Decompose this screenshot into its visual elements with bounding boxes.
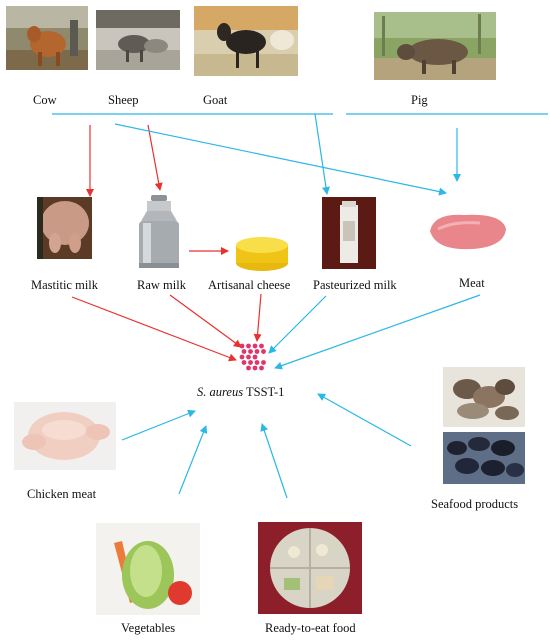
arrow-raw-milk-to-pathogen [169, 294, 242, 348]
vegetables-photo [96, 523, 200, 615]
milk-can-photo [135, 193, 183, 271]
chicken-meat-label: Chicken meat [27, 487, 97, 501]
cheese-photo [234, 233, 290, 273]
seafood-label: Seafood products [431, 497, 519, 511]
ready-to-eat-photo [258, 522, 362, 614]
arrow-seafood-to-pathogen [317, 393, 412, 447]
bacteria-cluster-icon [238, 343, 268, 371]
seafood-photo-bottom [443, 432, 525, 484]
cow-label: Cow [33, 93, 57, 107]
pasteurized-milk-label: Pasteurized milk [313, 278, 397, 292]
seafood-photo-top [443, 367, 525, 427]
cow-photo [6, 6, 88, 70]
arrow-pasteurized-milk-to-pathogen [268, 295, 327, 354]
toxin-name: TSST-1 [245, 385, 285, 399]
center-pathogen-label: S. aureus TSST-1 [197, 385, 284, 399]
goat-photo [194, 6, 298, 76]
mastitic-milk-label: Mastitic milk [31, 278, 99, 292]
arrow-goat-to-pasteurized-milk [314, 113, 330, 195]
sheep-photo [96, 10, 180, 70]
mastitic-milk-photo [37, 197, 92, 259]
arrow-ready-to-eat-to-pathogen [260, 423, 288, 499]
artisanal-cheese-label: Artisanal cheese [208, 278, 291, 292]
arrow-cow-to-meat [114, 123, 447, 196]
chicken-photo [14, 402, 116, 470]
meat-photo [424, 205, 510, 257]
arrow-sheep-to-raw-milk [147, 124, 163, 191]
arrow-chicken-to-pathogen [121, 409, 196, 441]
ready-to-eat-label: Ready-to-eat food [265, 621, 356, 635]
meat-label: Meat [459, 276, 485, 290]
species-name: S. aureus [197, 385, 244, 399]
pig-label: Pig [411, 93, 428, 107]
pasteurized-milk-photo [322, 197, 376, 269]
pig-photo [374, 12, 496, 80]
arrow-cheese-to-pathogen [253, 293, 262, 342]
raw-milk-label: Raw milk [137, 278, 186, 292]
arrow-mastitic-milk-to-pathogen [71, 296, 237, 362]
goat-label: Goat [203, 93, 228, 107]
arrow-vegetables-to-pathogen [178, 425, 208, 495]
vegetables-label: Vegetables [121, 621, 176, 635]
sheep-label: Sheep [108, 93, 139, 107]
arrow-meat-to-pathogen [274, 294, 481, 370]
